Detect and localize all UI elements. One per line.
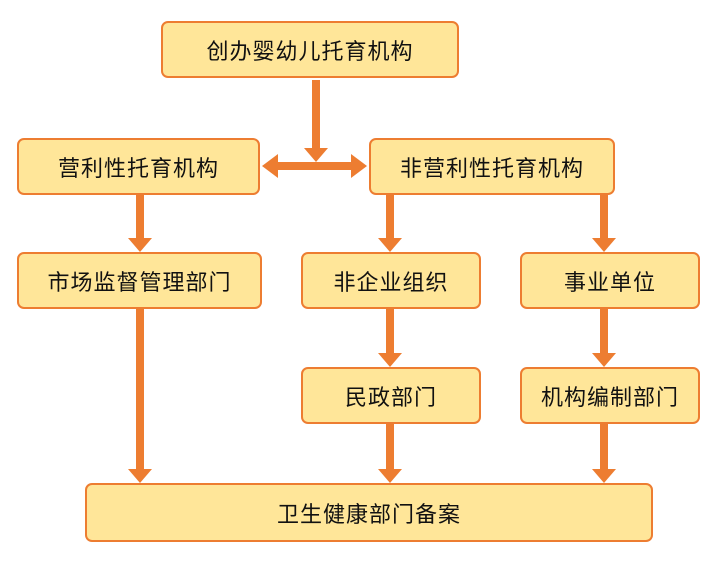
arrowhead-to-profit bbox=[262, 154, 278, 178]
node-create-childcare-institution: 创办婴幼儿托育机构 bbox=[161, 21, 459, 78]
arrowhead-root-to-link bbox=[304, 148, 328, 162]
arrowhead-civil-to-health bbox=[378, 469, 402, 483]
arrowhead-profit-to-market bbox=[128, 238, 152, 252]
arrowhead-nonprofit-to-inst bbox=[592, 238, 616, 252]
arrowhead-npo-to-civil bbox=[378, 353, 402, 367]
arrowhead-market-to-health bbox=[128, 469, 152, 483]
node-market-regulation-dept: 市场监督管理部门 bbox=[17, 252, 262, 309]
node-for-profit-institution: 营利性托育机构 bbox=[17, 138, 260, 195]
arrowhead-to-nonprofit bbox=[351, 154, 367, 178]
arrowhead-inst-to-staff bbox=[592, 353, 616, 367]
node-non-profit-institution: 非营利性托育机构 bbox=[369, 138, 615, 195]
arrowhead-staff-to-health bbox=[592, 469, 616, 483]
node-non-enterprise-org: 非企业组织 bbox=[301, 252, 481, 309]
node-health-dept-filing: 卫生健康部门备案 bbox=[85, 483, 653, 542]
node-civil-affairs-dept: 民政部门 bbox=[301, 367, 481, 424]
node-staffing-dept: 机构编制部门 bbox=[520, 367, 700, 424]
arrowhead-nonprofit-to-npo bbox=[378, 238, 402, 252]
node-public-institution: 事业单位 bbox=[520, 252, 700, 309]
